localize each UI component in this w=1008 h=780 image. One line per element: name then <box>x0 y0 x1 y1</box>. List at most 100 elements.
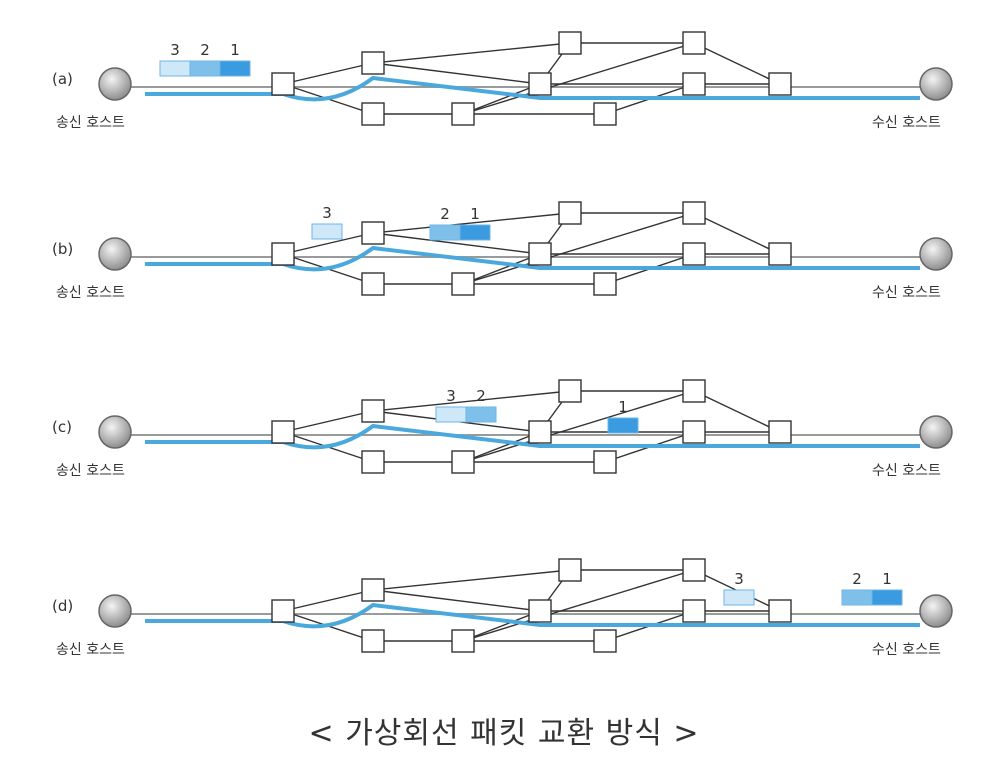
sender-host-label: 송신 호스트 <box>56 115 125 131</box>
router-node <box>593 102 617 126</box>
router-node <box>528 599 552 623</box>
packet-3 <box>311 223 343 240</box>
packet-number: 1 <box>618 398 628 416</box>
router-node <box>682 242 706 266</box>
router-node <box>451 450 475 474</box>
receiver-host-icon <box>919 415 953 449</box>
packet-2 <box>189 60 221 77</box>
receiver-host-label: 수신 호스트 <box>872 642 941 658</box>
router-node <box>682 201 706 225</box>
packet-number: 2 <box>476 387 486 405</box>
network-link <box>462 42 695 115</box>
network-link <box>372 62 541 85</box>
router-node <box>682 31 706 55</box>
router-node <box>361 399 385 423</box>
packet-number: 3 <box>170 41 180 59</box>
network-link <box>462 610 541 642</box>
receiver-host-label: 수신 호스트 <box>872 285 941 301</box>
router-node <box>558 379 582 403</box>
router-node <box>768 599 792 623</box>
network-link <box>693 42 781 85</box>
router-node <box>768 72 792 96</box>
network-link <box>462 253 541 285</box>
panel-c: (c) 송신 호스트 수신 호스트 3 2 1 <box>52 379 953 479</box>
router-node <box>558 558 582 582</box>
router-node <box>361 272 385 296</box>
router-node <box>593 272 617 296</box>
network-link <box>372 232 541 255</box>
network-link <box>462 83 541 115</box>
router-node <box>593 450 617 474</box>
router-node <box>682 420 706 444</box>
router-node <box>361 450 385 474</box>
packet-number: 2 <box>200 41 210 59</box>
sender-host-icon <box>98 594 132 628</box>
receiver-host-label: 수신 호스트 <box>872 115 941 131</box>
panel-a: (a) 송신 호스트 수신 호스트 3 2 1 <box>52 31 953 131</box>
router-node <box>528 72 552 96</box>
sender-host-label: 송신 호스트 <box>56 642 125 658</box>
network-link <box>372 212 571 234</box>
network-link <box>282 589 374 612</box>
packet-1 <box>871 589 903 606</box>
network-link <box>372 390 571 412</box>
network-link <box>282 410 374 433</box>
receiver-host-icon <box>919 67 953 101</box>
diagram-caption: < 가상회선 패킷 교환 방식 > <box>308 716 700 751</box>
packet-number: 1 <box>470 205 480 223</box>
router-node <box>271 242 295 266</box>
receiver-host-icon <box>919 594 953 628</box>
router-node <box>682 379 706 403</box>
panel-label: (a) <box>52 70 73 88</box>
router-node <box>682 72 706 96</box>
network-link <box>462 212 695 285</box>
network-link <box>372 569 571 591</box>
network-link <box>282 62 374 85</box>
network-link <box>462 569 695 642</box>
packet-3 <box>723 589 755 606</box>
sender-host-label: 송신 호스트 <box>56 285 125 301</box>
router-node <box>682 599 706 623</box>
packet-1 <box>219 60 251 77</box>
packet-number: 3 <box>322 204 332 222</box>
router-node <box>593 629 617 653</box>
network-link <box>282 232 374 255</box>
network-link <box>693 212 781 255</box>
panel-label: (d) <box>52 597 73 615</box>
packet-2 <box>429 224 461 241</box>
sender-host-icon <box>98 67 132 101</box>
packet-number: 1 <box>882 570 892 588</box>
router-node <box>682 558 706 582</box>
packet-number: 1 <box>230 41 240 59</box>
router-node <box>558 31 582 55</box>
panel-label: (b) <box>52 240 73 258</box>
router-node <box>451 272 475 296</box>
router-node <box>361 629 385 653</box>
router-node <box>558 201 582 225</box>
router-node <box>768 242 792 266</box>
packet-number: 2 <box>852 570 862 588</box>
packet-number: 3 <box>446 387 456 405</box>
network-link <box>372 589 541 612</box>
receiver-host-label: 수신 호스트 <box>872 463 941 479</box>
sender-host-icon <box>98 415 132 449</box>
router-node <box>361 51 385 75</box>
packet-1 <box>607 417 639 434</box>
receiver-host-icon <box>919 237 953 271</box>
router-node <box>528 420 552 444</box>
router-node <box>271 72 295 96</box>
router-node <box>768 420 792 444</box>
packet-1 <box>459 224 491 241</box>
router-node <box>361 578 385 602</box>
sender-host-label: 송신 호스트 <box>56 463 125 479</box>
router-node <box>271 599 295 623</box>
router-node <box>451 629 475 653</box>
network-link <box>462 431 541 463</box>
router-node <box>451 102 475 126</box>
panel-label: (c) <box>52 418 72 436</box>
sender-host-icon <box>98 237 132 271</box>
network-link <box>372 42 571 64</box>
